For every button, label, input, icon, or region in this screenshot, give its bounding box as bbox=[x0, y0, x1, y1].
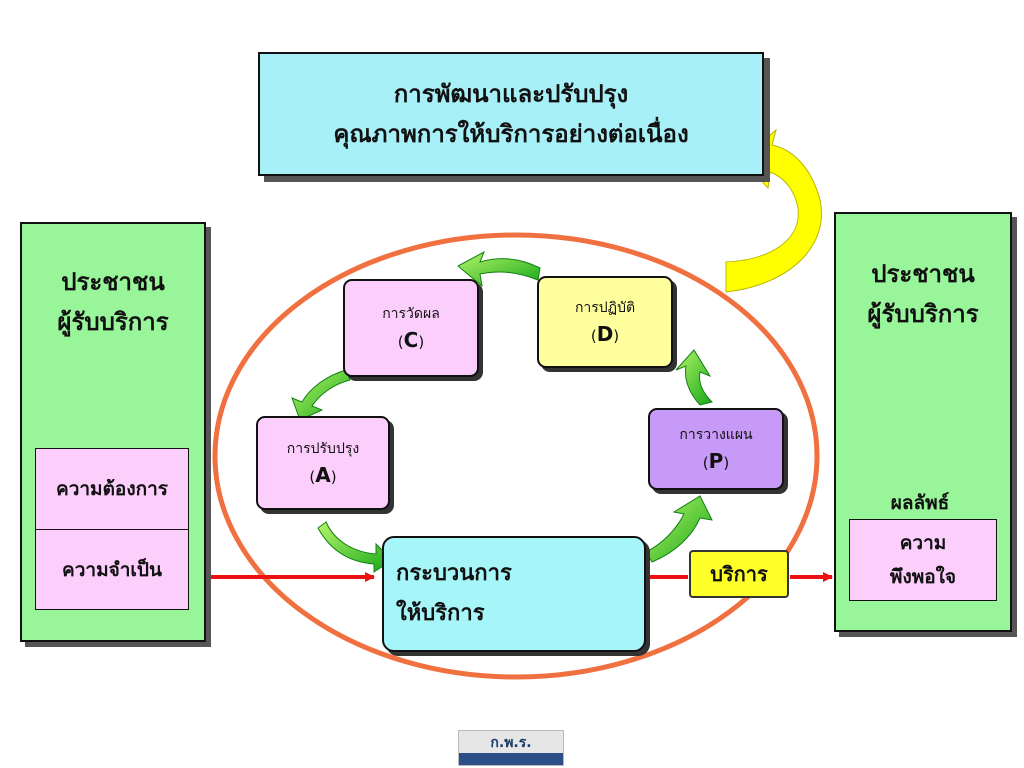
satisfaction-line-1: ความ bbox=[899, 532, 947, 554]
right-panel-title-line-2: ผู้รับบริการ bbox=[867, 300, 979, 328]
service-process-label: กระบวนการ ให้บริการ bbox=[396, 554, 512, 634]
do-code-wrap: (D) bbox=[590, 321, 620, 346]
plan-to-do-arrow bbox=[675, 349, 713, 406]
plan-code-wrap: (P) bbox=[702, 448, 730, 473]
need-cell-1: ความต้องการ bbox=[35, 448, 189, 530]
service-process-box: กระบวนการ ให้บริการ bbox=[382, 536, 646, 652]
right-panel-title-line-1: ประชาชน bbox=[871, 260, 975, 288]
logo-band bbox=[459, 753, 563, 765]
check-to-act-arrow bbox=[291, 369, 351, 421]
act-label: การปรับปรุง bbox=[286, 440, 360, 457]
service-tag: บริการ bbox=[689, 550, 789, 598]
check-label: การวัดผล bbox=[382, 305, 440, 322]
result-label: ผลลัพธ์ bbox=[890, 492, 950, 514]
improvement-arrow bbox=[725, 128, 822, 293]
process-to-plan-arrow bbox=[645, 495, 713, 563]
logo-text: ก.พ.ร. bbox=[490, 735, 532, 751]
do-to-check-arrow bbox=[457, 250, 541, 288]
act-code-wrap: (A) bbox=[309, 462, 337, 487]
satisfaction-box: ความ พึงพอใจ bbox=[849, 519, 997, 601]
title-line-1: การพัฒนาและปรับปรุง bbox=[393, 80, 629, 108]
right-panel-title: ประชาชน ผู้รับบริการ bbox=[836, 254, 1010, 334]
plan-code: P bbox=[708, 448, 724, 473]
left-panel-title: ประชาชน ผู้รับบริการ bbox=[22, 262, 204, 342]
act-code: A bbox=[315, 462, 331, 487]
check-code: C bbox=[403, 327, 419, 352]
do-label: การปฏิบัติ bbox=[574, 299, 636, 316]
satisfaction-line-2: พึงพอใจ bbox=[889, 566, 957, 588]
plan-node: การวางแผน (P) bbox=[648, 408, 784, 490]
service-process-line-1: กระบวนการ bbox=[396, 561, 512, 586]
act-to-process-arrow bbox=[317, 521, 393, 573]
opdc-logo: ก.พ.ร. bbox=[458, 730, 564, 766]
do-code: D bbox=[596, 321, 614, 346]
act-node: การปรับปรุง (A) bbox=[256, 416, 390, 510]
left-panel-title-line-1: ประชาชน bbox=[61, 268, 165, 296]
left-panel-title-line-2: ผู้รับบริการ bbox=[57, 308, 169, 336]
service-process-line-2: ให้บริการ bbox=[396, 601, 485, 626]
title-box: การพัฒนาและปรับปรุง คุณภาพการให้บริการอย… bbox=[258, 52, 764, 176]
cycle-ellipse bbox=[212, 232, 820, 680]
need-cell-2: ความจำเป็น bbox=[35, 529, 189, 610]
do-node: การปฏิบัติ (D) bbox=[537, 276, 673, 368]
plan-label: การวางแผน bbox=[679, 426, 753, 443]
check-node: การวัดผล (C) bbox=[343, 279, 479, 377]
title-line-2: คุณภาพการให้บริการอย่างต่อเนื่อง bbox=[333, 120, 689, 148]
check-code-wrap: (C) bbox=[397, 327, 425, 352]
